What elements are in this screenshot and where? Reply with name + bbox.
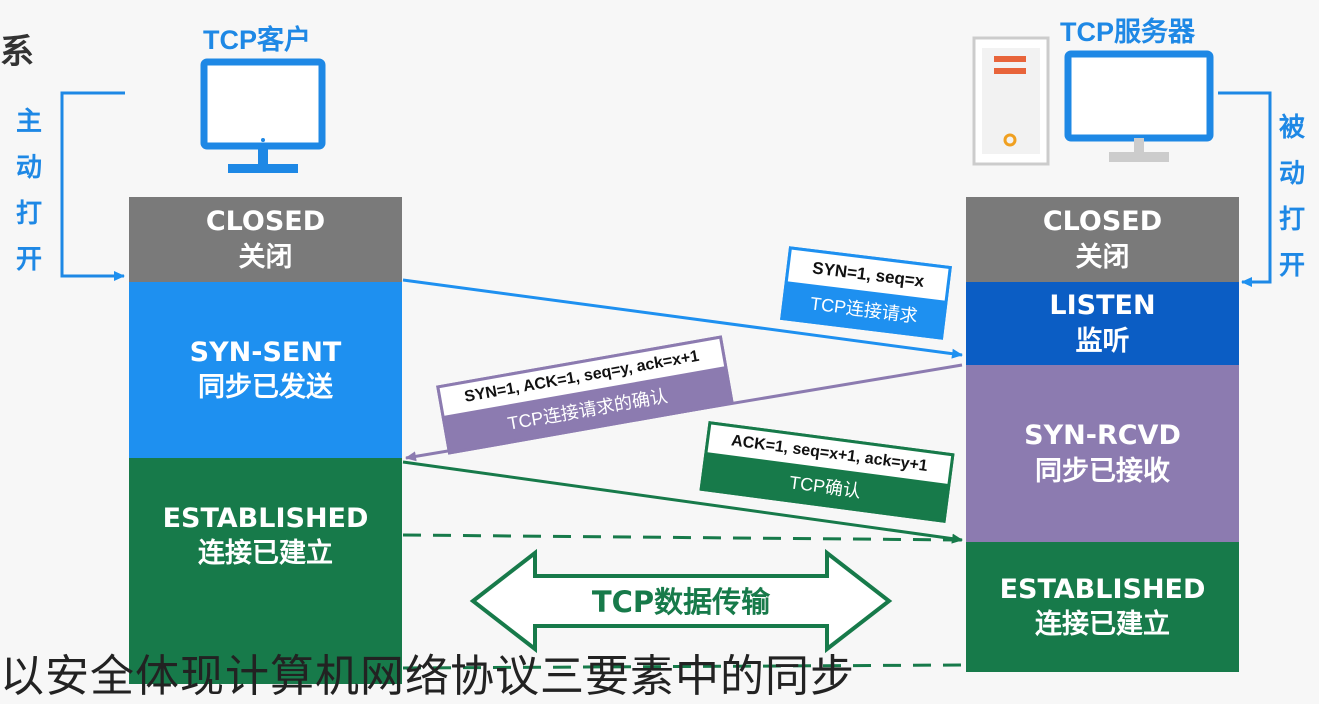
server-state-established: ESTABLISHED 连接已建立: [966, 542, 1239, 672]
server-state-closed: CLOSED 关闭: [966, 197, 1239, 282]
server-open-label: 被 动 打 开: [1278, 112, 1305, 280]
video-subtitle: 以安全体现计算机网络协议三要素中的同步: [0, 652, 855, 701]
client-open-bracket: [60, 91, 125, 281]
server-state-listen: LISTEN 监听: [966, 282, 1239, 365]
client-state-established: ESTABLISHED 连接已建立: [129, 458, 402, 684]
syn-arrow: [402, 278, 963, 359]
server-open-bracket: [1218, 91, 1272, 287]
ack-arrow: [402, 460, 963, 544]
section-heading: 系: [0, 33, 34, 71]
diagram-lines: TCP数据传输: [60, 91, 1272, 670]
client-monitor-icon: [200, 58, 326, 173]
server-state-syn-rcvd: SYN-RCVD 同步已接收: [966, 365, 1239, 542]
server-tower-icon: [972, 36, 1050, 166]
established-dashed-line-top: [402, 533, 963, 542]
data-transfer-double-arrow: [469, 548, 893, 654]
client-title: TCP客户: [203, 25, 311, 55]
established-dashed-line-bottom: [402, 663, 963, 670]
client-state-closed: CLOSED 关闭: [129, 197, 402, 282]
client-open-label: 主 动 打 开: [15, 106, 42, 274]
client-state-syn-sent: SYN-SENT 同步已发送: [129, 282, 402, 458]
server-title: TCP服务器: [1060, 17, 1195, 47]
data-transfer-label: TCP数据传输: [592, 585, 771, 619]
server-monitor-icon: [1064, 50, 1214, 162]
